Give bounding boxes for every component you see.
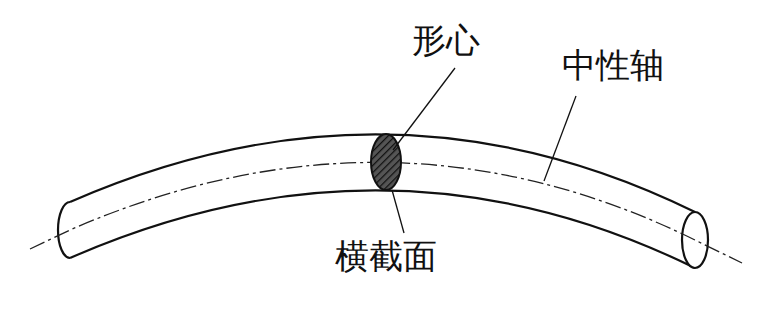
beam-left-end xyxy=(58,202,70,258)
leader-line xyxy=(392,190,404,233)
cross-section xyxy=(371,134,401,190)
leader-line xyxy=(393,68,455,150)
leader-line xyxy=(544,96,576,181)
part-label: 中性轴 xyxy=(562,47,664,84)
part-label: 形心 xyxy=(412,22,480,59)
part-label: 横截面 xyxy=(335,238,437,275)
beam-right-end xyxy=(682,212,708,268)
